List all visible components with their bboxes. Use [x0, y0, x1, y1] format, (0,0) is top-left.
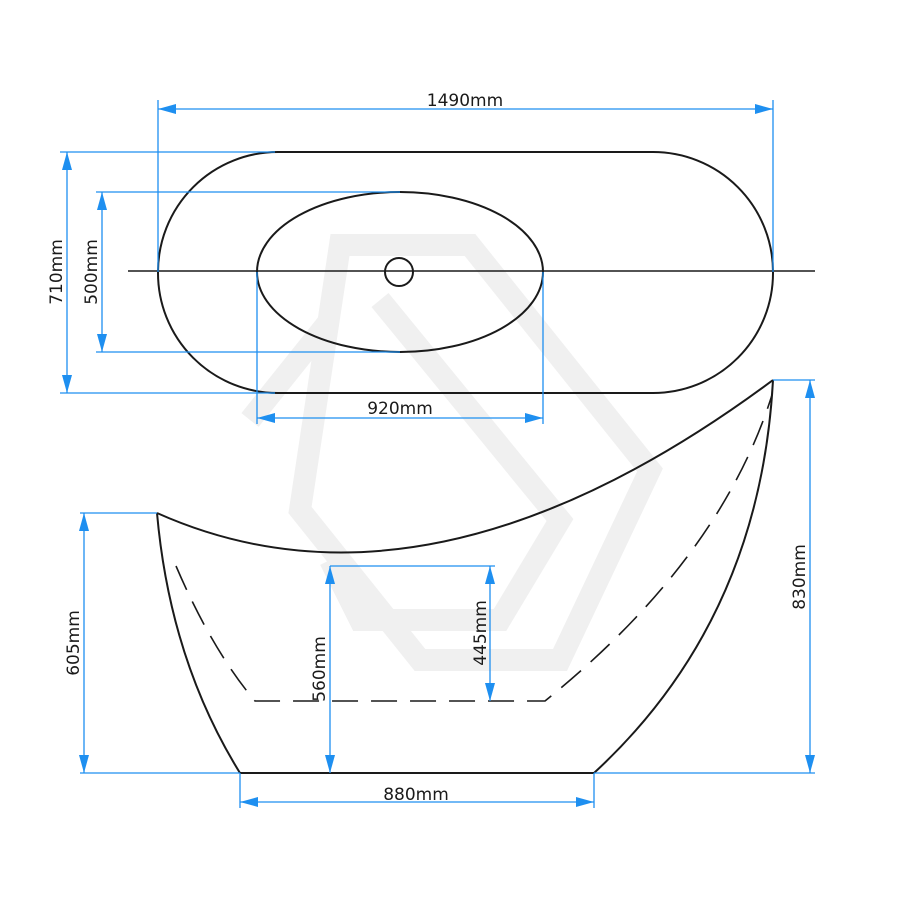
plan-view: [128, 151, 815, 394]
dimension-basin-length: 920mm: [256, 272, 544, 424]
dimension-overall-height: 830mm: [594, 379, 815, 774]
left-body-curve: [156, 512, 241, 774]
interior-depth-label: 560mm: [310, 636, 330, 702]
rim-height-label: 605mm: [64, 610, 84, 676]
dimension-overall-width: 710mm: [47, 151, 275, 394]
overall-height-label: 830mm: [790, 544, 810, 610]
right-body-curve: [593, 379, 774, 774]
drain-hole: [384, 257, 414, 287]
dimension-interior-depth: 560mm: [310, 565, 495, 773]
side-view: [156, 379, 774, 774]
dimension-base-length: 880mm: [239, 773, 595, 808]
dimension-overall-length: 1490mm: [157, 91, 774, 272]
basin-width-label: 500mm: [82, 239, 102, 305]
rim-curve: [156, 379, 774, 554]
watermark-logo: [241, 234, 663, 671]
dimension-rim-height-low-end: 605mm: [64, 512, 240, 774]
dimension-basin-width: 500mm: [82, 191, 400, 353]
overall-length-label: 1490mm: [427, 91, 503, 111]
overall-width-label: 710mm: [47, 239, 67, 305]
inner-basin-hidden-line: [175, 394, 773, 702]
basin-length-label: 920mm: [367, 399, 433, 419]
dimension-water-depth: 445mm: [471, 566, 495, 701]
tub-outer-outline: [157, 151, 774, 394]
base-length-label: 880mm: [383, 785, 449, 805]
water-depth-label: 445mm: [471, 600, 491, 666]
